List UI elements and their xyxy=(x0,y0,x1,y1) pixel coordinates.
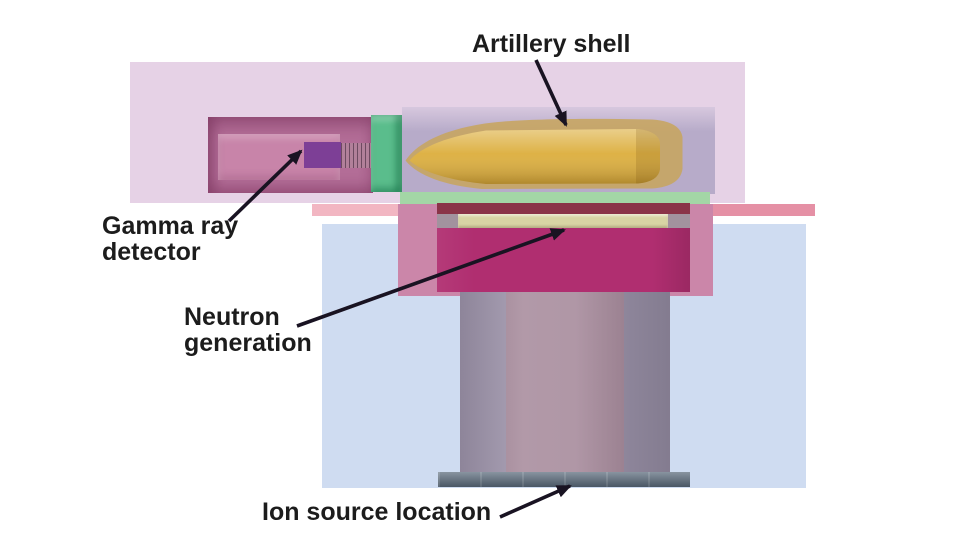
accelerator-column xyxy=(460,292,670,473)
pink-slab-left xyxy=(312,204,400,216)
ion-source-location-label: Ion source location xyxy=(262,498,492,526)
shell-chamber-box xyxy=(402,107,715,194)
accelerator-column-right-face xyxy=(624,292,670,473)
arrow-ion-source-location xyxy=(499,484,572,519)
accelerator-column-left-face xyxy=(460,292,506,473)
ion-source-base-plate xyxy=(438,472,690,487)
green-plate xyxy=(400,192,710,204)
collimator-collar xyxy=(371,115,402,192)
neutron-target-cap-left xyxy=(437,214,458,228)
neutron-target-cap-right xyxy=(668,214,690,228)
gamma-ray-detector-label: Gamma ray detector xyxy=(102,212,239,266)
neutron-generation-label: Neutron generation xyxy=(184,303,312,357)
artillery-shell-label: Artillery shell xyxy=(472,30,631,58)
accelerator-column-center-face xyxy=(506,292,624,473)
generator-head-block xyxy=(437,228,690,292)
target-top-strip xyxy=(437,203,690,216)
detector-coupling-tube xyxy=(341,143,374,168)
neutron-generation-target xyxy=(458,214,668,228)
gamma-ray-detector-crystal xyxy=(304,142,341,168)
